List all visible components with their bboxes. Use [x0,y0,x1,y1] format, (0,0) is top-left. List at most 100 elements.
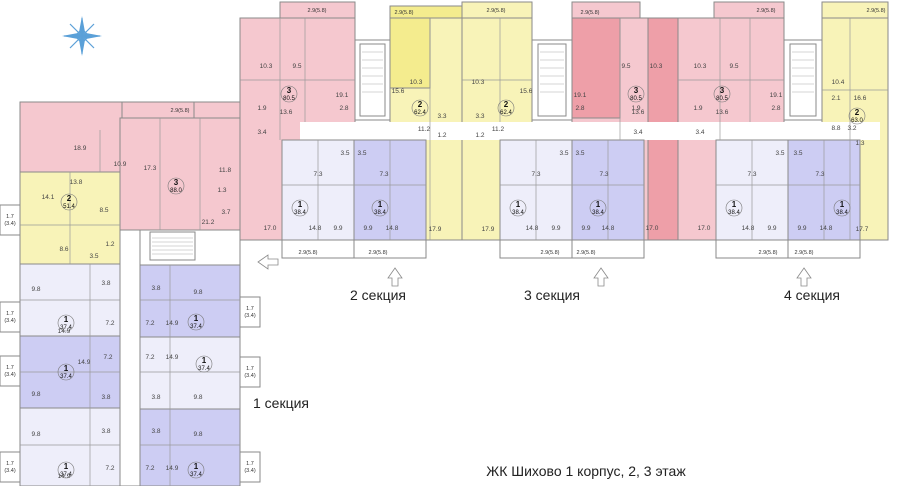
room-area-label: 3.8 [101,280,110,287]
room-area-label: 10.4 [832,79,845,86]
room-area-label: 14.9 [58,328,71,335]
apartment-badge [291,199,309,217]
room-area-label: 7.2 [145,354,154,361]
room-area-label: 3.7 [221,209,230,216]
room-area-label: 17.3 [144,165,157,172]
room-area-label: 7.2 [105,320,114,327]
apartment-badge [627,85,645,103]
room-area-label: 13.8 [70,179,83,186]
section-label-1: 1 секция [253,395,309,411]
room-area-label: 9.8 [31,286,40,293]
section-1-plan [0,101,261,486]
balcony-label: 2.9(5.8) [171,108,190,114]
apartment-area: 37.4 [198,366,210,372]
loggia-label: 1.7(3.4) [4,214,15,227]
room-area-label: 1.2 [105,241,114,248]
loggia-label: 1.7(3.4) [244,366,255,379]
balcony-label: 2.9(5.8) [541,250,560,256]
room-area-label: 14.8 [820,225,833,232]
apartment-rooms: 2 [855,108,860,117]
room-area-label: 7.3 [599,171,608,178]
room-area-label: 3.4 [633,129,642,136]
room-area-label: 3.8 [151,394,160,401]
apartment-s1-w3 [19,407,121,486]
apartment-badge [371,199,389,217]
balcony-label: 2.9(5.8) [759,250,778,256]
room-area-label: 10.3 [650,63,663,70]
room-area-label: 3.5 [775,150,784,157]
room-area-label: 3.8 [151,428,160,435]
room-area-label: 7.3 [313,171,322,178]
apartment-area: 38.4 [294,210,306,216]
room-area-label: 1.3 [855,140,864,147]
room-area-label: 3.5 [575,150,584,157]
room-area-label: 9.8 [31,431,40,438]
apartment-badge [833,199,851,217]
apartment-badge [411,99,429,117]
apartment-badge [60,193,78,211]
loggia-label: 1.7(3.4) [244,461,255,474]
room-area-label: 15.6 [392,88,405,95]
apartment-area: 37.4 [60,325,72,331]
room-area-label: 3.2 [847,125,856,132]
balcony-label: 2.9(5.8) [757,8,776,14]
room-area-label: 2.8 [771,105,780,112]
apartment-area: 38.4 [592,210,604,216]
room-area-label: 3.5 [340,150,349,157]
room-area-label: 19.1 [574,92,587,99]
apartment-rooms: 1 [596,200,601,209]
apartment-badge [195,355,213,373]
room-area-label: 14.9 [166,354,179,361]
room-area-label: 9.8 [193,431,202,438]
apartment-rooms: 1 [298,200,303,209]
room-area-label: 17.9 [482,226,495,233]
room-area-label: 1.9 [631,105,640,112]
room-area-label: 13.6 [632,109,645,116]
room-area-label: 17.0 [264,225,277,232]
room-area-label: 9.9 [797,225,806,232]
room-area-label: 14.9 [58,473,71,480]
balcony-label: 2.9(5.8) [369,250,388,256]
room-area-label: 15.6 [520,88,533,95]
room-area-label: 3.5 [559,150,568,157]
apartment-badge [167,177,185,195]
apartment-badge [57,314,75,332]
room-area-label: 3.4 [257,129,266,136]
balcony-label: 2.9(5.8) [395,10,414,16]
page-title: ЖК Шихово 1 корпус, 2, 3 этаж [486,463,686,479]
room-area-label: 3.8 [101,394,110,401]
room-area-label: 3.3 [475,113,484,120]
apartment-area: 38.4 [728,210,740,216]
room-area-label: 3.3 [437,113,446,120]
room-area-label: 13.6 [716,109,729,116]
balcony-label: 2.9(5.8) [299,250,318,256]
room-area-label: 9.5 [292,63,301,70]
apartment-s1-e2 [139,336,241,410]
apartment-rooms: 1 [64,315,69,324]
room-area-label: 8.6 [59,246,68,253]
balcony-label: 2.9(5.8) [795,250,814,256]
room-area-label: 10.9 [114,161,127,168]
room-area-label: 14.1 [42,194,55,201]
room-area-label: 9.9 [333,225,342,232]
apartment-rooms: 1 [732,200,737,209]
room-area-label: 2.8 [339,105,348,112]
room-area-label: 9.8 [31,391,40,398]
apartment-area: 80.5 [630,96,642,102]
balcony-label: 2.9(5.8) [867,8,886,14]
room-area-label: 17.0 [698,225,711,232]
apartment-badge [848,107,866,125]
room-area-label: 9.9 [551,225,560,232]
apartment-rooms: 3 [287,86,292,95]
room-area-label: 10.3 [694,63,707,70]
room-area-label: 13.6 [280,109,293,116]
room-area-label: 9.9 [767,225,776,232]
apartment-badge [725,199,743,217]
room-area-label: 14.8 [526,225,539,232]
apartment-rooms: 1 [516,200,521,209]
apartment-rooms: 3 [720,86,725,95]
room-area-label: 2.8 [575,105,584,112]
apartment-area: 62.4 [414,110,426,116]
apartment-area: 37.4 [60,374,72,380]
apartment-area: 80.5 [716,96,728,102]
